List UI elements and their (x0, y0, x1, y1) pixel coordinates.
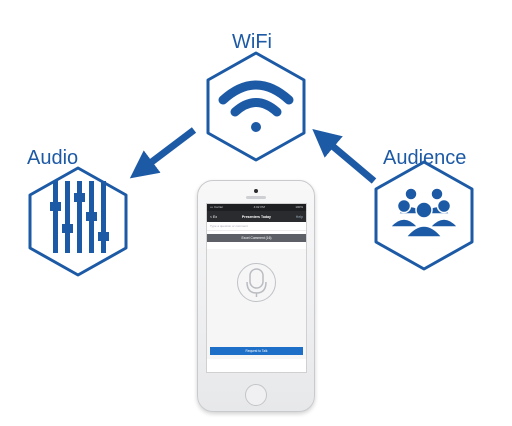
nav-title: Presenters Today (241, 214, 272, 219)
status-carrier: ••• Carrier (210, 205, 224, 209)
help-button[interactable]: Help (295, 214, 303, 219)
wifi-label: WiFi (232, 31, 272, 53)
home-button[interactable] (245, 384, 267, 406)
wifi-node (206, 51, 306, 162)
audio-label: Audio (27, 147, 79, 169)
microphone-icon (246, 268, 267, 297)
phone-screen: ••• Carrier 4:02 PM 100% < Ex Presenters… (206, 203, 307, 373)
earpiece-speaker (246, 196, 266, 199)
arrow-wifi-to-audio (129, 127, 197, 179)
back-button[interactable]: < Ex (210, 214, 218, 219)
status-battery: 100% (295, 205, 303, 209)
audience-node (374, 160, 474, 271)
status-time: 4:02 PM (253, 205, 265, 209)
audio-node (28, 166, 128, 277)
nav-bar: < Ex Presenters Today Help (207, 211, 306, 222)
speaker-bar: Excel Comment (16) (207, 234, 306, 242)
arrow-audience-to-wifi (312, 128, 377, 184)
people-group-icon (388, 187, 460, 238)
status-bar: ••• Carrier 4:02 PM 100% (207, 204, 306, 211)
wifi-hexagon (206, 51, 306, 162)
sliders-icon (50, 181, 109, 253)
audience-label: Audience (383, 147, 467, 169)
mic-area: Request to Talk (207, 249, 306, 359)
mic-circle[interactable] (237, 263, 276, 302)
audience-hexagon (374, 160, 474, 271)
comment-input[interactable]: Type a question or comment (207, 222, 306, 231)
request-to-talk-button[interactable]: Request to Talk (210, 347, 303, 355)
front-camera (254, 189, 258, 193)
audio-hexagon (28, 166, 128, 277)
smartphone: ••• Carrier 4:02 PM 100% < Ex Presenters… (197, 180, 315, 412)
wifi-icon (218, 80, 294, 132)
